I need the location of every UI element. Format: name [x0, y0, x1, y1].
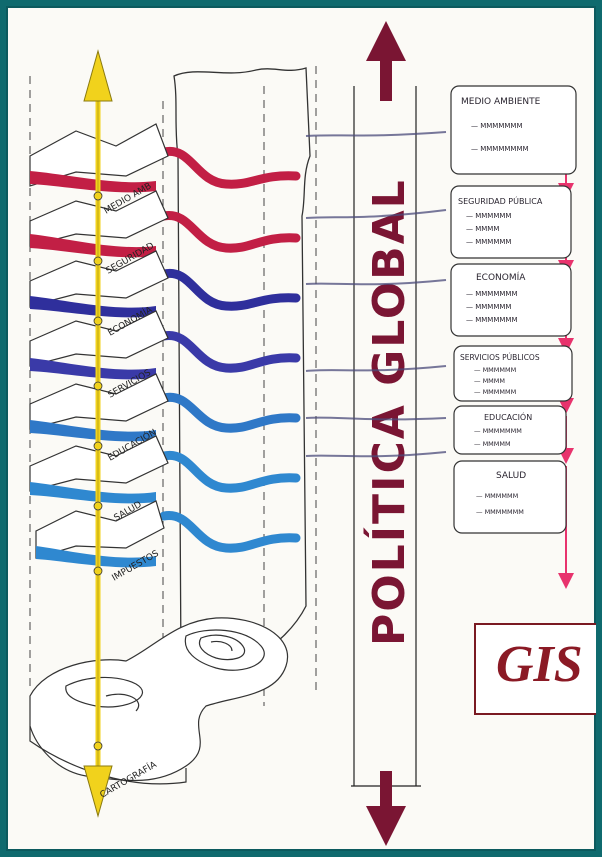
box-line: — MMMM — [474, 377, 505, 385]
ribbons — [164, 151, 296, 548]
box-line: — MMMMMMM — [474, 427, 522, 435]
box-economia: ECONOMÍA — MMMMMMM — MMMMMM — MMMMMMM — [451, 264, 571, 336]
box-line: — MMMMMM — [476, 492, 518, 500]
box-line: — MMMMMM — [474, 388, 516, 396]
diagram-frame: MEDIO AMB SEGURIDAD ECONOMÍA SERVICIOS E… — [6, 6, 596, 851]
box-title-economia: ECONOMÍA — [476, 271, 526, 283]
box-title-seguridad: SEGURIDAD PÚBLICA — [458, 195, 543, 206]
gis-label-box: GIS — [474, 623, 596, 715]
politica-global-title: POLÍTICA GLOBAL — [362, 178, 415, 646]
gis-layers-sketch: MEDIO AMB SEGURIDAD ECONOMÍA SERVICIOS E… — [6, 6, 596, 851]
gis-label: GIS — [496, 639, 583, 691]
box-title-servicios: SERVICIOS PÚBLICOS — [460, 353, 540, 362]
box-educacion: EDUCACIÓN — MMMMMMM — MMMMM — [454, 406, 566, 454]
box-line: — MMMMMM — [466, 238, 511, 246]
box-line: — MMMMMMM — [466, 290, 518, 298]
box-line: — MMMMMM — [474, 366, 516, 374]
box-title-salud: SALUD — [496, 471, 526, 481]
box-line: — MMMMMM — [466, 303, 511, 311]
policy-boxes: MEDIO AMBIENTE — MMMMMMM — MMMMMMMM SEGU… — [451, 86, 576, 533]
box-line: — MMMM — [466, 225, 499, 233]
box-medio-ambiente: MEDIO AMBIENTE — MMMMMMM — MMMMMMMM — [451, 86, 576, 174]
box-servicios-publicos: SERVICIOS PÚBLICOS — MMMMMM — MMMM — MMM… — [454, 346, 572, 401]
box-seguridad-publica: SEGURIDAD PÚBLICA — MMMMMM — MMMM — MMMM… — [451, 186, 571, 258]
box-salud: SALUD — MMMMMM — MMMMMMM — [454, 461, 566, 533]
box-title-educacion: EDUCACIÓN — [484, 411, 532, 422]
layer-cartografia — [30, 618, 288, 784]
box-line: — MMMMMM — [466, 212, 511, 220]
box-title-medio-ambiente: MEDIO AMBIENTE — [461, 97, 541, 107]
box-line: — MMMMMMM — [466, 316, 518, 324]
box-line: — MMMMMMM — [476, 508, 524, 516]
box-line: — MMMMM — [474, 440, 511, 448]
box-line: — MMMMMMM — [471, 122, 523, 130]
box-line: — MMMMMMMM — [471, 145, 529, 153]
